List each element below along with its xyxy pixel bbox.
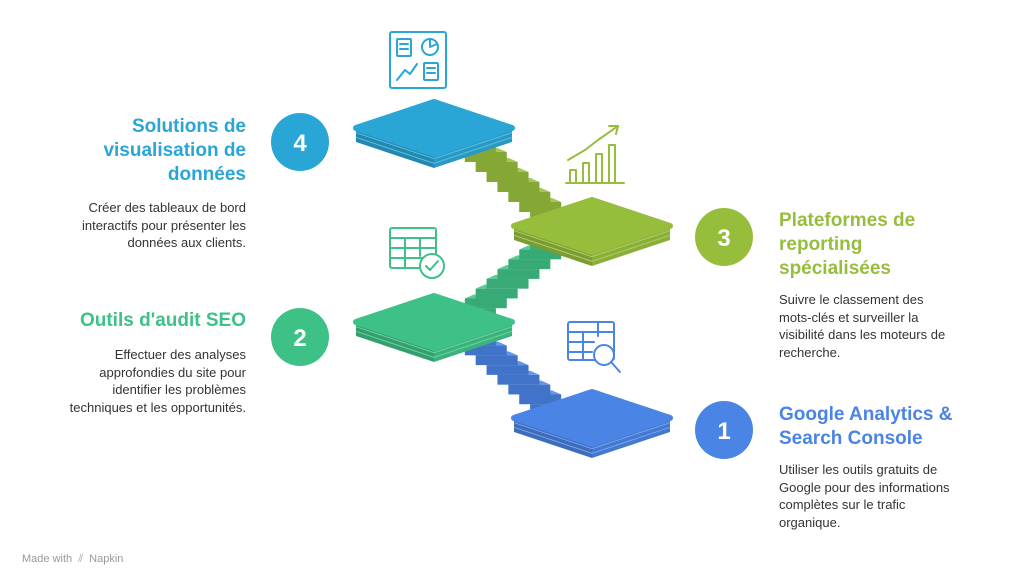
- step-number-2: 2: [271, 308, 329, 366]
- step-3-title: Plateformes de reporting spécialisées: [779, 210, 916, 279]
- growth-chart-icon: [565, 125, 625, 184]
- step-2-title: Outils d'audit SEO: [79, 310, 246, 331]
- svg-text:1: 1: [717, 418, 730, 445]
- platform-step-2: [353, 293, 515, 362]
- footer-prefix: Made with: [22, 553, 73, 565]
- step-1-title: Google Analytics & Search Console: [779, 404, 953, 449]
- table-check-icon: [389, 227, 445, 279]
- step-number-1: 1: [695, 401, 753, 459]
- platform-step-1: [511, 389, 673, 458]
- step-number-3: 3: [695, 208, 753, 266]
- step-1-description: Utiliser les outils gratuits de Google p…: [779, 462, 950, 530]
- dashboard-icon: [389, 31, 447, 89]
- made-with-napkin-footer: Made with ⫽ Napkin: [22, 553, 123, 566]
- svg-text:2: 2: [293, 325, 306, 352]
- step-2-description: Effectuer des analyses approfondies du s…: [69, 347, 246, 415]
- platform-step-3: [511, 197, 673, 266]
- napkin-logo-icon: ⫽: [78, 553, 84, 565]
- table-search-icon: [567, 321, 621, 373]
- platform-step-4: [353, 99, 515, 168]
- footer-brand: Napkin: [89, 553, 124, 565]
- svg-text:3: 3: [717, 225, 730, 252]
- step-3-description: Suivre le classement des mots-clés et su…: [779, 292, 946, 360]
- svg-text:4: 4: [293, 130, 307, 157]
- step-4-description: Créer des tableaux de bord interactifs p…: [81, 200, 246, 250]
- step-number-4: 4: [271, 113, 329, 171]
- step-4-title: Solutions de visualisation de données: [103, 116, 246, 185]
